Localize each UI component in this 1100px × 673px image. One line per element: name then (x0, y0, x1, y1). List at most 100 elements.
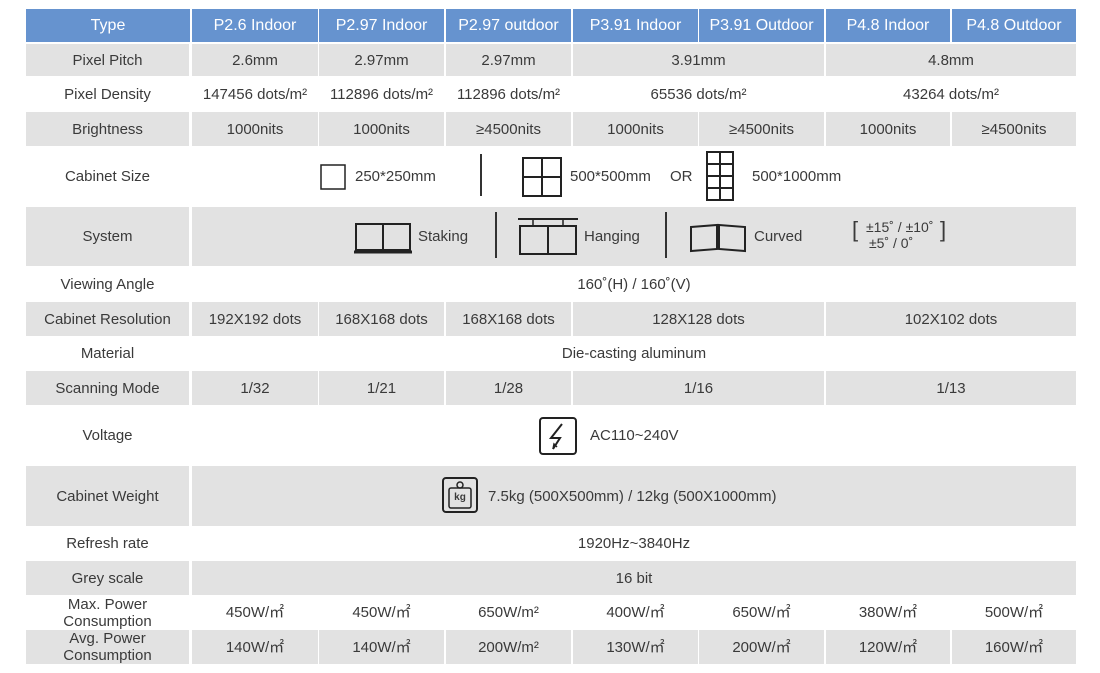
weight-cell: kg 7.5kg (500X500mm) / 12kg (500X1000mm) (192, 466, 1076, 526)
voltage-value: AC110~240V (590, 427, 679, 444)
curved-icon (689, 221, 747, 253)
header-model-4: P3.91 Indoor (573, 9, 698, 42)
row-viewing-angle: Viewing Angle 160˚(H) / 160˚(V) (26, 266, 1076, 302)
row-pixel-pitch: Pixel Pitch 2.6mm 2.97mm 2.97mm 3.91mm 4… (26, 44, 1076, 76)
cell: 112896 dots/m² (456, 85, 561, 103)
header-model-2: P2.97 Indoor (319, 9, 444, 42)
row-system: System Staking Hanging Curved [ ±15˚ / ±… (26, 207, 1076, 266)
row-material: Material Die-casting aluminum (26, 336, 1076, 371)
cell: 128X128 dots (573, 302, 824, 336)
row-cabinet-resolution: Cabinet Resolution 192X192 dots 168X168 … (26, 302, 1076, 336)
cell: Die-casting aluminum (561, 345, 707, 362)
cell: 147456 dots/m² (202, 85, 308, 103)
row-label: System (26, 207, 189, 266)
cabinet-small-label: 250*250mm (355, 168, 436, 185)
cell: 130W/㎡ (573, 630, 698, 664)
row-label: Grey scale (26, 561, 189, 595)
row-brightness: Brightness 1000nits 1000nits ≥4500nits 1… (26, 112, 1076, 146)
cabinet-large-icon (706, 151, 734, 201)
voltage-cell: AC110~240V (192, 405, 1076, 466)
cell: 140W/㎡ (319, 630, 444, 664)
cell: 1000nits (573, 112, 698, 146)
angle-bracket-left: [ (852, 217, 859, 242)
row-label: Pixel Pitch (26, 44, 189, 76)
cell: 450W/㎡ (225, 604, 285, 621)
angle-bracket-right: ] (940, 217, 947, 242)
header-row: Type P2.6 Indoor P2.97 Indoor P2.97 outd… (26, 9, 1076, 42)
row-label: Cabinet Resolution (26, 302, 189, 336)
cell: 650W/㎡ (732, 604, 791, 621)
curve-angles: ±15˚ / ±10˚ ±5˚ / 0˚ (866, 219, 934, 251)
header-model-1: P2.6 Indoor (192, 9, 318, 42)
row-label-line1: Max. Power (67, 595, 148, 613)
cell: 1/32 (192, 371, 318, 405)
divider (665, 212, 667, 258)
cell: 102X102 dots (826, 302, 1076, 336)
cell: 160W/㎡ (952, 630, 1076, 664)
row-label-line2: Consumption (63, 612, 152, 630)
system-cell: Staking Hanging Curved [ ±15˚ / ±10˚ ±5˚… (192, 207, 1076, 266)
cabinet-or-label: OR (670, 168, 693, 185)
divider (480, 154, 482, 196)
cell: ≥4500nits (446, 112, 571, 146)
row-label: Cabinet Size (64, 168, 151, 185)
cell: 140W/㎡ (192, 630, 318, 664)
cell: 112896 dots/m² (329, 85, 434, 103)
cell: 200W/m² (446, 630, 571, 664)
row-label: Pixel Density (64, 85, 151, 103)
row-scanning-mode: Scanning Mode 1/32 1/21 1/28 1/16 1/13 (26, 371, 1076, 405)
row-label: Viewing Angle (60, 275, 155, 293)
cell: 400W/㎡ (606, 604, 665, 621)
row-label: Avg. Power Consumption (26, 630, 189, 664)
cell: 200W/㎡ (699, 630, 824, 664)
weight-icon-text: kg (454, 492, 466, 503)
weight-icon: kg (442, 477, 478, 513)
cell: 43264 dots/m² (903, 85, 999, 103)
cabinet-medium-label: 500*500mm (570, 168, 651, 185)
row-label: Scanning Mode (26, 371, 189, 405)
header-model-3: P2.97 outdoor (446, 9, 571, 42)
staking-label: Staking (418, 228, 469, 245)
cabinet-medium-icon (522, 157, 562, 197)
cell: 1000nits (319, 112, 444, 146)
weight-value: 7.5kg (500X500mm) / 12kg (500X1000mm) (488, 488, 777, 505)
row-label-line1: Avg. Power (69, 630, 146, 647)
cell: 65536 dots/m² (650, 85, 747, 103)
cell: 1/13 (826, 371, 1076, 405)
cell: 16 bit (192, 561, 1076, 595)
cell: 168X168 dots (319, 302, 444, 336)
header-model-6: P4.8 Indoor (826, 9, 950, 42)
curve-angle-top: ±15˚ / ±10˚ (866, 219, 934, 235)
curved-label: Curved (754, 228, 803, 245)
cell: 1920Hz~3840Hz (577, 535, 691, 552)
cell: 4.8mm (826, 44, 1076, 76)
cell: 380W/㎡ (858, 604, 918, 621)
cabinet-small-icon (320, 164, 346, 190)
cell: 2.6mm (192, 44, 318, 76)
row-avg-power: Avg. Power Consumption 140W/㎡ 140W/㎡ 200… (26, 630, 1076, 664)
cell: 2.97mm (446, 44, 571, 76)
header-model-7: P4.8 Outdoor (952, 9, 1076, 42)
cell: 1/28 (446, 371, 571, 405)
cell: 1000nits (826, 112, 950, 146)
cell: 168X168 dots (446, 302, 571, 336)
row-max-power: Max. Power Consumption 450W/㎡ 450W/㎡ 650… (26, 595, 1076, 630)
cell: 1000nits (192, 112, 318, 146)
curve-angle-bottom: ±5˚ / 0˚ (869, 235, 914, 251)
row-cabinet-size: Cabinet Size 250*250mm 500*500mm OR 500*… (26, 146, 1076, 207)
cell: 160˚(H) / 160˚(V) (577, 275, 691, 293)
lightning-icon (539, 417, 577, 455)
row-voltage: Voltage AC110~240V (26, 405, 1076, 466)
cell: 120W/㎡ (826, 630, 950, 664)
cell: ≥4500nits (699, 112, 824, 146)
row-cabinet-weight: Cabinet Weight kg 7.5kg (500X500mm) / 12… (26, 466, 1076, 526)
row-grey-scale: Grey scale 16 bit (26, 561, 1076, 595)
spec-table: Type P2.6 Indoor P2.97 Indoor P2.97 outd… (26, 9, 1076, 664)
row-pixel-density: Pixel Density 147456 dots/m² 112896 dots… (26, 76, 1076, 112)
row-label: Cabinet Weight (26, 466, 189, 526)
cell: 650W/m² (478, 604, 539, 621)
row-refresh-rate: Refresh rate 1920Hz~3840Hz (26, 526, 1076, 561)
cell: 1/21 (319, 371, 444, 405)
cell: 1/16 (573, 371, 824, 405)
row-label: Voltage (82, 427, 133, 444)
